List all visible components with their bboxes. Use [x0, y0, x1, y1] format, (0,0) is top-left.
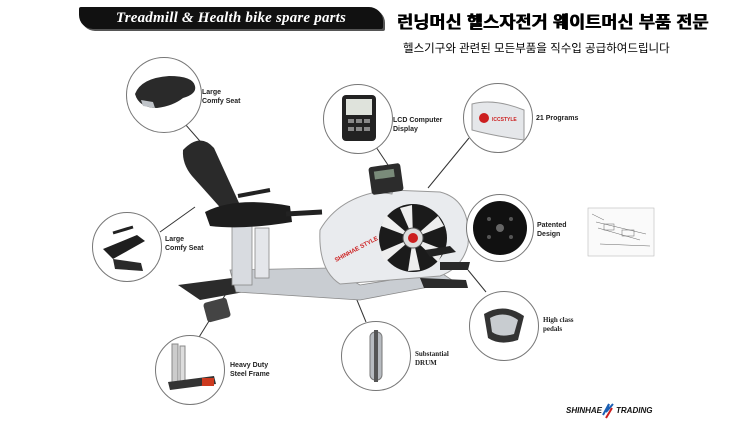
rear-foot [203, 297, 231, 323]
label-lcd: LCD Computer Display [393, 117, 443, 133]
title-banner: Treadmill & Health bike spare parts [79, 7, 383, 29]
front-stabilizer [420, 278, 468, 288]
brand-right: TRADING [616, 406, 653, 415]
detail-seat-top [126, 57, 202, 133]
label-programs: 21 Programs [536, 115, 579, 122]
label-pedals: High class pedals [543, 316, 574, 333]
detail-seat-back [92, 212, 162, 282]
korean-title: 런닝머신 헬스자전거 웨이트머신 부품 전문 [397, 13, 709, 32]
label-frame: Heavy Duty Steel Frame [230, 362, 270, 378]
detail-frame [155, 335, 225, 405]
brand-left: SHINHAE [566, 406, 603, 415]
detail-drum [341, 321, 411, 391]
label-seat-back: Large Comfy Seat [165, 236, 204, 252]
banner-title: Treadmill & Health bike spare parts [115, 10, 347, 26]
label-seat-top: Large Comfy Seat [202, 89, 241, 105]
side-handle [285, 209, 323, 217]
rear-stabilizer [178, 278, 244, 300]
pedal [425, 246, 456, 257]
korean-subtitle: 헬스기구와 관련된 모든부품을 직수입 공급하여드립니다 [403, 43, 670, 55]
label-patented: Patented Design [537, 222, 567, 238]
detail-programs: ICCSTYLE [463, 83, 533, 153]
svg-text:ICCSTYLE: ICCSTYLE [492, 117, 517, 123]
detail-patented [466, 194, 534, 262]
seat-cushion [205, 202, 292, 228]
label-drum: Substantial DRUM [415, 350, 449, 367]
detail-pedals [469, 291, 539, 361]
seat-back [182, 140, 240, 214]
detail-lcd [323, 84, 393, 154]
